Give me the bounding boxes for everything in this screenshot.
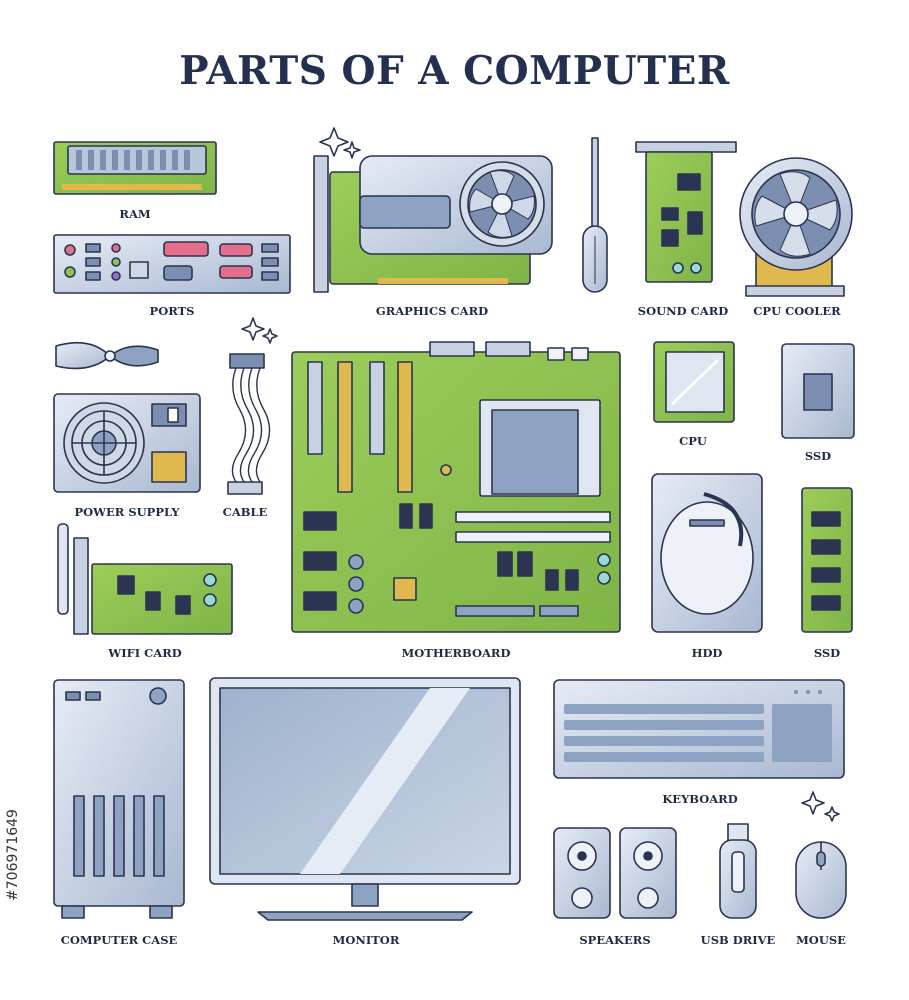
power-supply-icon bbox=[53, 393, 201, 493]
label-ram: RAM bbox=[119, 207, 151, 221]
label-ssd-bottom: SSD bbox=[813, 646, 841, 660]
ports-icon bbox=[53, 234, 291, 294]
side-id-label: #706971649 bbox=[5, 809, 21, 901]
usb-drive-icon bbox=[719, 823, 757, 919]
pliers-icon bbox=[55, 341, 159, 370]
label-power-supply: POWER SUPPLY bbox=[74, 505, 180, 519]
cpu-icon bbox=[653, 341, 735, 423]
wifi-card-icon bbox=[57, 523, 233, 635]
cpu-cooler-icon bbox=[739, 157, 853, 297]
ssd-top-icon bbox=[781, 343, 855, 439]
motherboard-icon bbox=[291, 341, 621, 633]
graphics-card-icon bbox=[313, 127, 553, 293]
computer-case-icon bbox=[53, 679, 185, 919]
sound-card-icon bbox=[635, 141, 737, 283]
label-ssd-top: SSD bbox=[804, 449, 832, 463]
cable-icon bbox=[227, 317, 278, 495]
speakers-icon bbox=[553, 827, 677, 919]
ssd-bottom-icon bbox=[801, 487, 853, 633]
label-sound-card: SOUND CARD bbox=[637, 304, 729, 318]
label-wifi-card: WIFI CARD bbox=[108, 646, 182, 660]
mouse-icon bbox=[795, 791, 847, 919]
page-title: PARTS OF A COMPUTER bbox=[179, 48, 730, 94]
label-graphics-card: GRAPHICS CARD bbox=[375, 304, 489, 318]
screwdriver-icon bbox=[582, 137, 608, 293]
label-motherboard: MOTHERBOARD bbox=[401, 646, 511, 660]
label-cable: CABLE bbox=[222, 505, 268, 519]
label-cpu: CPU bbox=[679, 434, 707, 448]
label-keyboard: KEYBOARD bbox=[662, 792, 738, 806]
label-computer-case: COMPUTER CASE bbox=[60, 933, 178, 947]
label-cpu-cooler: CPU COOLER bbox=[753, 304, 841, 318]
keyboard-icon bbox=[553, 679, 845, 779]
monitor-icon bbox=[209, 677, 521, 921]
ram-icon bbox=[53, 141, 217, 195]
label-usb-drive: USB DRIVE bbox=[700, 933, 776, 947]
label-monitor: MONITOR bbox=[332, 933, 400, 947]
label-ports: PORTS bbox=[149, 304, 195, 318]
hdd-icon bbox=[651, 473, 763, 633]
label-mouse: MOUSE bbox=[796, 933, 846, 947]
label-speakers: SPEAKERS bbox=[579, 933, 651, 947]
side-id-text: #706971649 bbox=[2, 760, 24, 950]
label-hdd: HDD bbox=[691, 646, 723, 660]
